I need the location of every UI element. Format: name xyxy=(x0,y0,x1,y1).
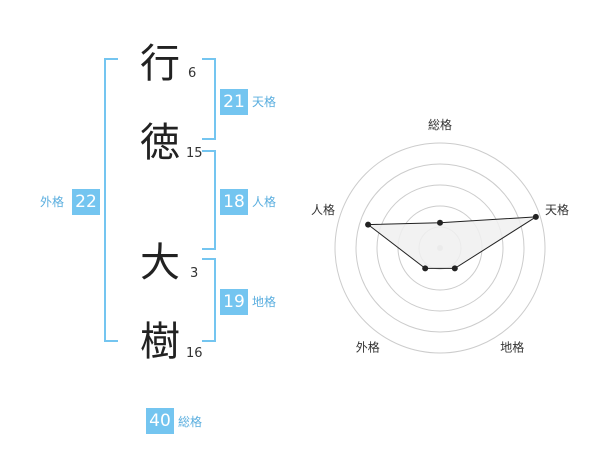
jin-label: 人格 xyxy=(252,195,277,209)
kanji-3: 大 xyxy=(140,240,180,286)
chi-value-badge: 19 xyxy=(220,289,248,315)
radar-point-0 xyxy=(437,219,443,226)
stroke-count-2: 15 xyxy=(186,146,203,161)
sou-value-badge: 40 xyxy=(146,408,174,434)
ten-value-badge: 21 xyxy=(220,89,248,115)
kanji-4: 樹 xyxy=(140,319,180,365)
radar-axis-label-2: 地格 xyxy=(500,340,524,355)
stroke-count-1: 6 xyxy=(188,66,197,81)
ten-bracket xyxy=(202,58,216,140)
stroke-count-4: 16 xyxy=(186,346,203,361)
jin-value-badge: 18 xyxy=(220,189,248,215)
stroke-count-3: 3 xyxy=(190,266,199,281)
gai-value-badge: 22 xyxy=(72,189,100,215)
radar-ring-3 xyxy=(376,184,504,312)
chi-label: 地格 xyxy=(252,295,277,309)
sou-label: 総格 xyxy=(178,415,203,429)
gai-label: 外格 xyxy=(40,195,65,209)
kanji-2: 徳 xyxy=(140,120,180,166)
radar-point-2 xyxy=(451,265,458,272)
jin-bracket xyxy=(202,150,216,250)
radar-axis-label-3: 外格 xyxy=(356,340,380,355)
radar-axis-label-0: 総格 xyxy=(428,117,452,132)
chi-bracket xyxy=(202,258,216,342)
kanji-1: 行 xyxy=(140,41,180,87)
radar-ring-5 xyxy=(334,142,546,354)
radar-axis-label-1: 天格 xyxy=(545,202,569,217)
ten-label: 天格 xyxy=(252,95,277,109)
radar-point-4 xyxy=(365,221,372,228)
radar-ring-4 xyxy=(355,163,525,333)
radar-point-3 xyxy=(422,265,429,272)
radar-series-polygon xyxy=(366,216,537,269)
gai-bracket xyxy=(104,58,118,342)
radar-axis-label-4: 人格 xyxy=(311,202,335,217)
radar-point-1 xyxy=(532,213,539,220)
